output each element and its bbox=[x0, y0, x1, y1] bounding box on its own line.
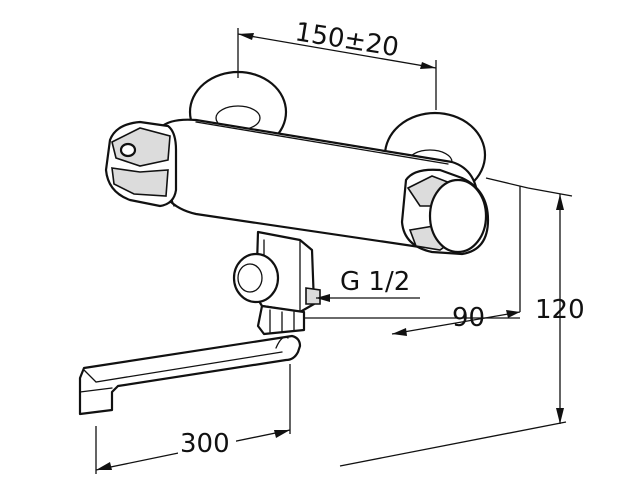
dimension-spout-length: 300 bbox=[95, 364, 567, 474]
diverter-knob bbox=[232, 252, 280, 304]
spout bbox=[78, 334, 302, 416]
label-projection-depth: 90 bbox=[452, 303, 485, 333]
flow-handle bbox=[400, 168, 490, 256]
temperature-handle bbox=[104, 120, 178, 208]
label-height: 120 bbox=[535, 295, 585, 325]
label-width-between-connections: 150±20 bbox=[293, 17, 401, 63]
label-spout-length: 300 bbox=[180, 429, 230, 459]
label-thread: G 1/2 bbox=[340, 267, 410, 297]
dimension-thread: G 1/2 bbox=[316, 267, 420, 302]
dimension-depth: 90 bbox=[304, 177, 529, 336]
dimension-height: 120 bbox=[527, 187, 585, 424]
